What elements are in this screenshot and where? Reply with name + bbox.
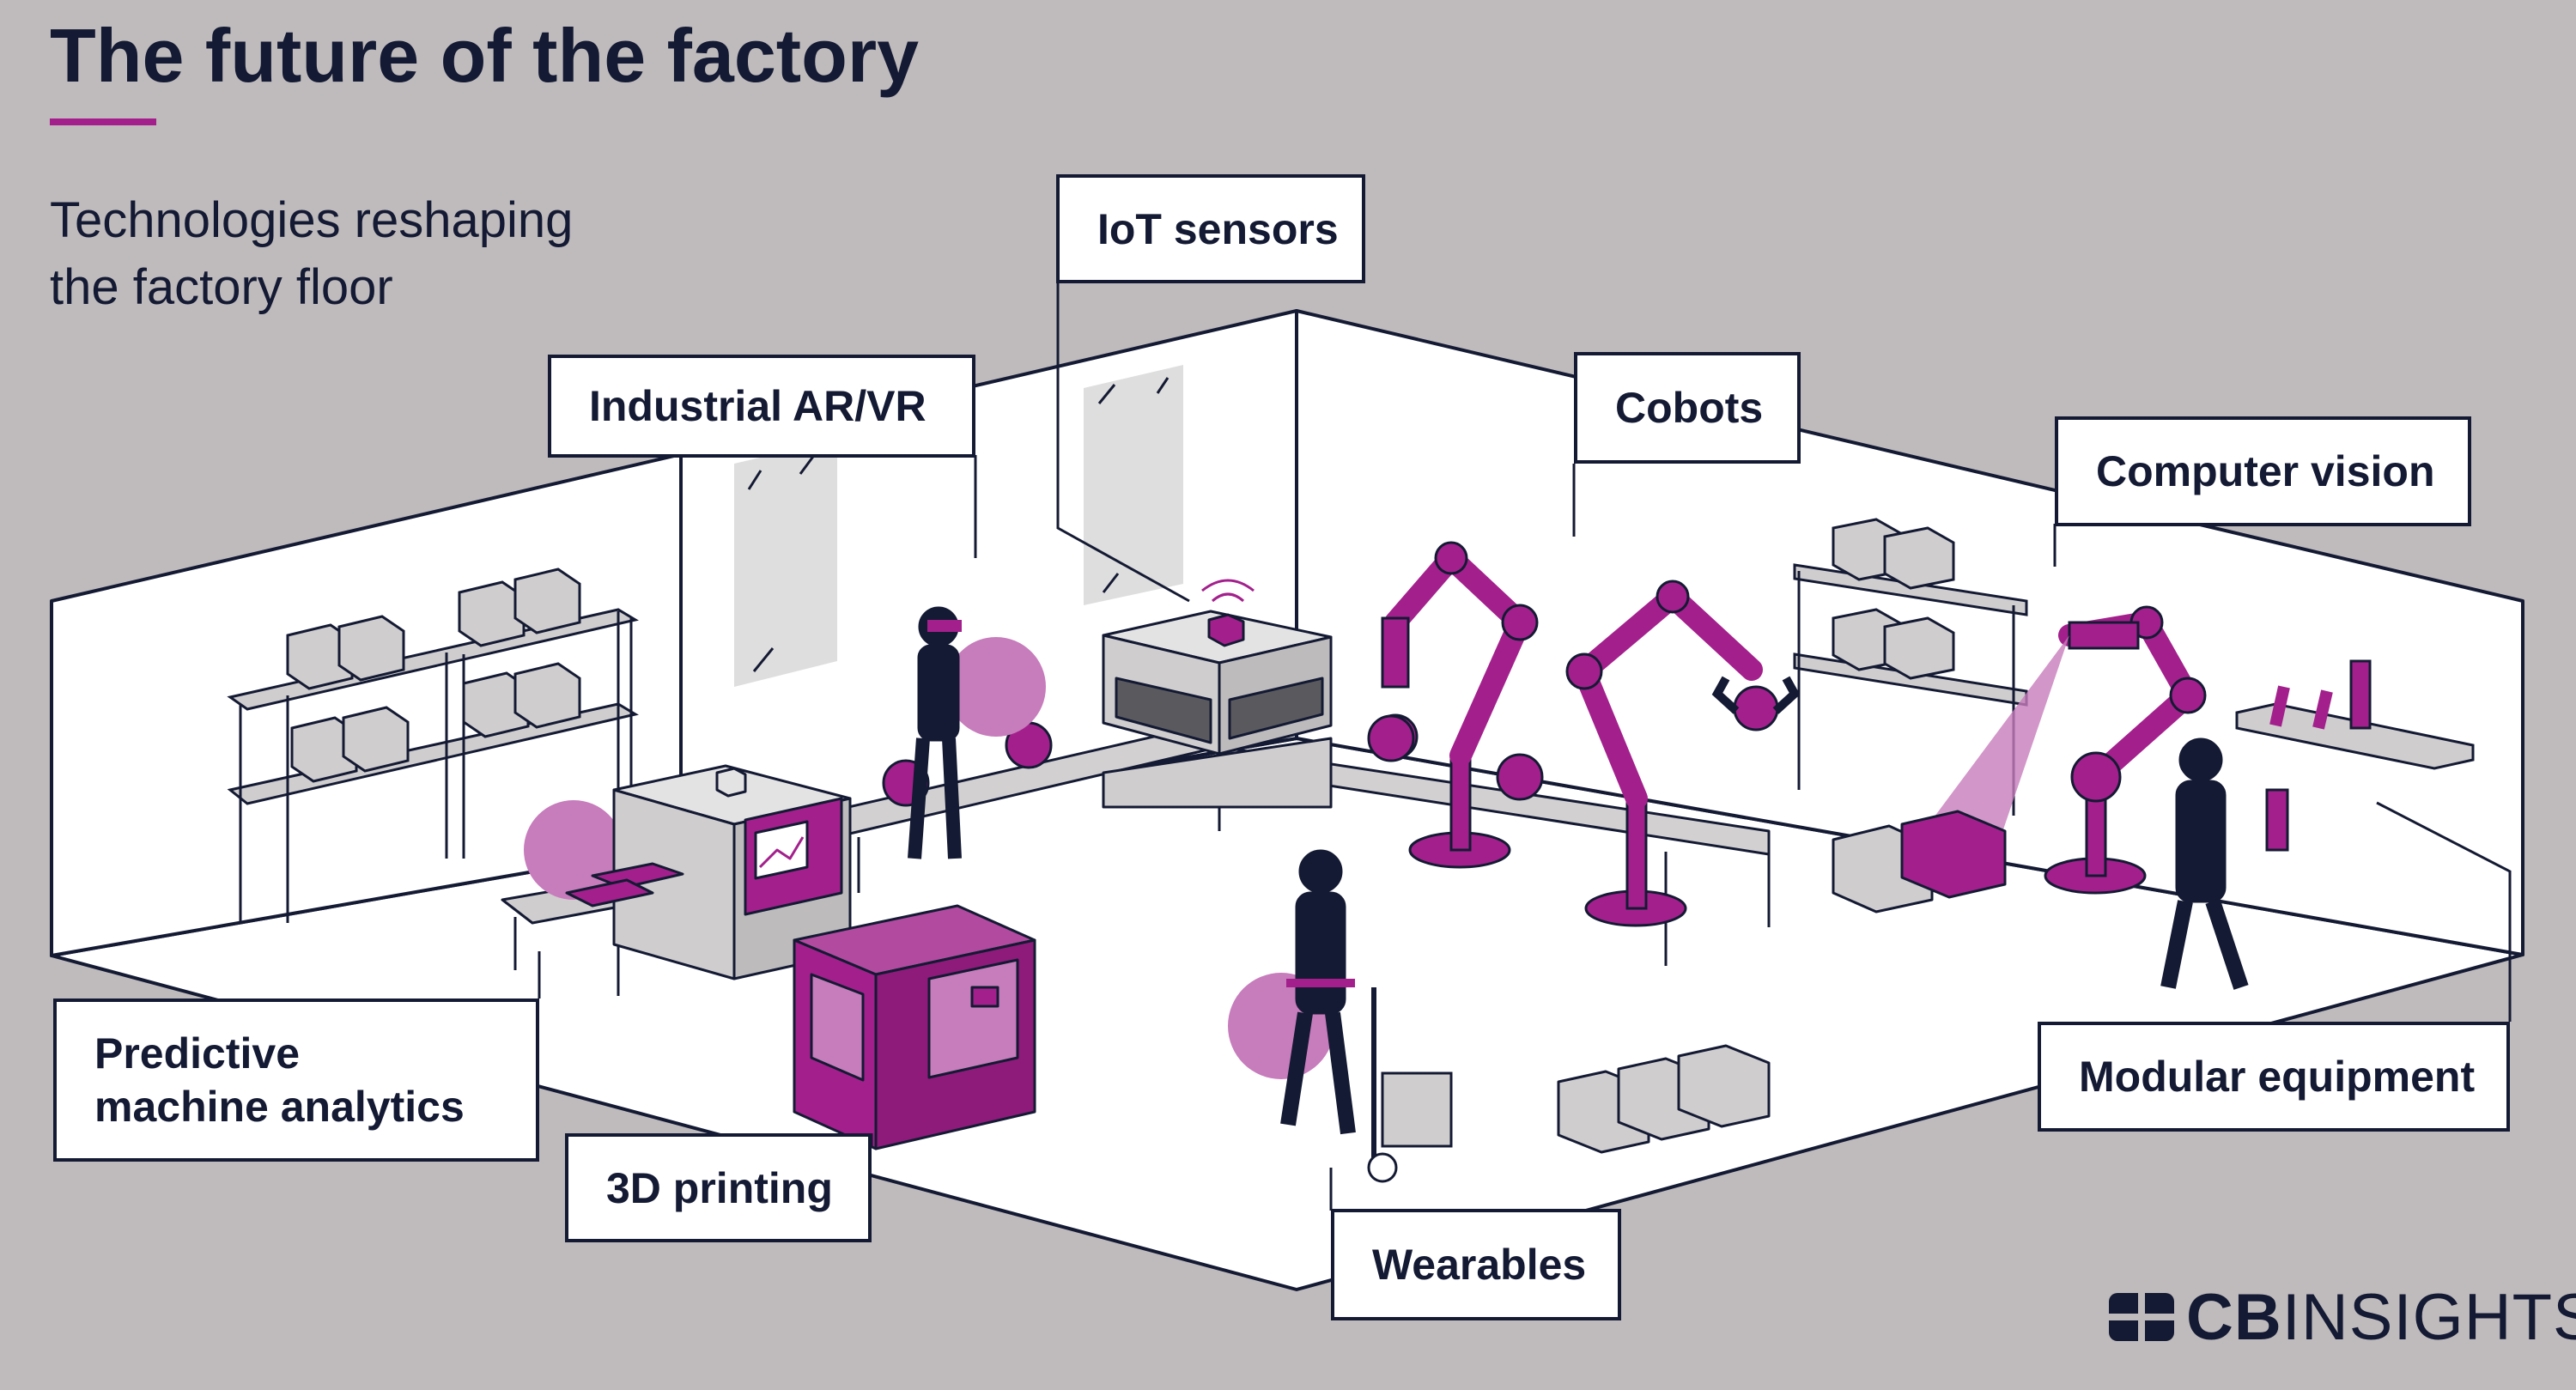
vision-beam [1932,635,2069,837]
logo-wordmark: CBINSIGHTS [2186,1280,2576,1355]
cb-insights-logo-mark-icon [2109,1293,2174,1341]
iot-machine [1102,610,1333,809]
shelving-unit [227,568,639,923]
label-iot-sensors: IoT sensors [1056,174,1365,283]
logo-wordmark-rest: INSIGHTS [2281,1280,2576,1354]
logo-wordmark-bold: CB [2186,1280,2282,1354]
label-predictive-machine-analytics: Predictive machine analytics [53,998,539,1162]
label-predictive-line-1: Predictive [94,1029,301,1077]
window-left [734,440,837,687]
label-predictive-line-2: machine analytics [94,1083,465,1131]
worker-modular [2160,737,2289,990]
label-industrial-arvr: Industrial AR/VR [548,355,975,458]
label-modular-equipment: Modular equipment [2038,1022,2510,1132]
window-center [1084,365,1183,605]
product-items [882,714,1544,807]
modular-equipment [2235,659,2475,770]
vision-robot-arm [2044,605,2207,895]
cobot-arm-1 [1372,541,1539,869]
worker-arvr [908,606,1046,859]
cb-insights-logo: CBINSIGHTS [2109,1281,2576,1354]
label-cobots: Cobots [1574,352,1801,464]
leader-lines [538,283,2512,1211]
subtitle-line-1: Technologies reshaping [50,192,574,248]
cobot-arm-2 [1565,580,1801,927]
worker-wearables [1228,849,1453,1183]
floor-boxes [1557,810,2007,1154]
title-accent-bar [50,118,156,125]
subtitle-line-2: the factory floor [50,259,393,315]
3d-printer [793,904,1036,1150]
label-3d-printing: 3D printing [565,1133,872,1242]
page-title: The future of the factory [50,13,920,98]
shelving-unit-right [1793,518,2028,816]
label-computer-vision: Computer vision [2055,416,2471,526]
label-wearables: Wearables [1331,1209,1621,1320]
page-subtitle: Technologies reshaping the factory floor [50,187,573,321]
